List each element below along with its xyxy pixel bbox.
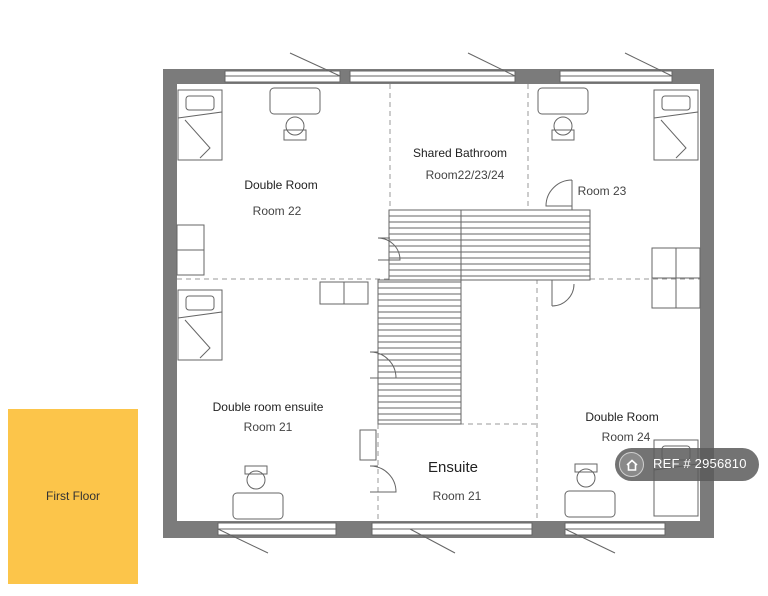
room23-number: Room 23 — [577, 184, 627, 198]
wardrobe-ensuite — [359, 429, 377, 461]
bed-room22 — [177, 89, 223, 161]
door-room24 — [551, 280, 575, 307]
bathroom-name: Shared Bathroom — [412, 146, 508, 160]
door-room21 — [369, 351, 397, 379]
door-ensuite — [369, 465, 397, 493]
bed-room21 — [177, 289, 223, 361]
room24-name: Double Room — [585, 410, 659, 424]
floor-tag-label: First Floor — [46, 489, 100, 503]
wall-left — [163, 69, 177, 538]
ref-badge: REF # 2956810 — [615, 448, 759, 481]
room24-number: Room 24 — [601, 430, 651, 444]
floor-tag: First Floor — [8, 409, 138, 584]
staircase — [377, 209, 591, 425]
ref-badge-text: REF # 2956810 — [653, 456, 747, 471]
door-room23 — [545, 179, 573, 210]
ensuite-name: Ensuite — [427, 459, 479, 476]
home-icon — [619, 452, 644, 477]
door-room22 — [377, 237, 401, 261]
room22-name: Double Room — [244, 178, 318, 192]
bathroom-number: Room22/23/24 — [425, 168, 505, 182]
room22-number: Room 22 — [252, 204, 302, 218]
desk-room23 — [537, 87, 589, 115]
desk-room22 — [269, 87, 321, 115]
desk-room24 — [564, 490, 616, 518]
bed-room23 — [653, 89, 699, 161]
ensuite-number: Room 21 — [432, 489, 482, 503]
room21-number: Room 21 — [243, 420, 293, 434]
room21-name: Double room ensuite — [212, 400, 324, 414]
wall-right — [700, 69, 714, 538]
desk-room21 — [232, 492, 284, 520]
